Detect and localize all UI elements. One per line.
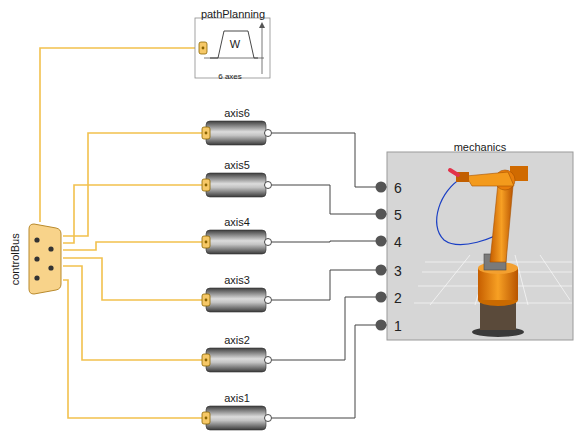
text-slot: axis1 (224, 388, 250, 401)
block-name: axis1 (224, 392, 250, 405)
port-number: 1 (394, 318, 402, 334)
bus-wire (63, 185, 202, 243)
text-slot: controlBus (5, 233, 18, 285)
port-number: 4 (394, 234, 402, 250)
flange-wire (272, 270, 387, 300)
text-slot: axis3 (224, 270, 250, 283)
axis-drive-icon (202, 173, 272, 197)
axis-drive-icon (202, 348, 272, 372)
bus-wire (63, 280, 202, 418)
axis-drive: axis6 (202, 121, 272, 145)
axis-drive-icon (202, 288, 272, 312)
text-slot: pathPlanning (201, 4, 265, 17)
control-bus: controlBus (27, 222, 63, 296)
axis-drive: axis1 (202, 406, 272, 430)
block-name: axis6 (224, 107, 250, 120)
icon-caption: 6 axes (218, 72, 242, 81)
mechanics-icon (376, 152, 574, 340)
port-number: 5 (394, 207, 402, 223)
axis-drive-icon (202, 121, 272, 145)
flange-wire (272, 325, 387, 418)
flange-wire (272, 185, 387, 214)
text-slot: W (230, 34, 240, 47)
text-slot: 1 (394, 317, 402, 333)
path-planning-icon (195, 18, 270, 78)
block-name: axis2 (224, 334, 250, 347)
text-slot: 2 (394, 289, 402, 305)
text-slot: 5 (394, 206, 402, 222)
text-slot: axis5 (224, 155, 250, 168)
axis-drive: axis4 (202, 230, 272, 254)
path-planning-block: pathPlanningW6 axes (195, 18, 270, 78)
block-name: axis5 (224, 159, 250, 172)
text-slot: axis4 (224, 212, 250, 225)
axis-drive-icon (202, 406, 272, 430)
text-slot: 4 (394, 233, 402, 249)
robot-mechanics: mechanics (387, 152, 573, 340)
text-slot: axis2 (224, 330, 250, 343)
bus-connector-icon (29, 224, 61, 294)
axis-drive: axis5 (202, 173, 272, 197)
flange-wire (272, 297, 387, 360)
block-name: mechanics (454, 141, 507, 154)
axis-drive: axis2 (202, 348, 272, 372)
text-slot: 3 (394, 262, 402, 278)
axis-drive-icon (202, 230, 272, 254)
block-name: pathPlanning (201, 8, 265, 21)
text-slot: 6 (394, 179, 402, 195)
bus-wire (63, 258, 202, 300)
block-name: controlBus (9, 233, 22, 285)
axis-drive: axis3 (202, 288, 272, 312)
port-number: 6 (394, 180, 402, 196)
text-slot: mechanics (454, 137, 507, 150)
block-name: axis3 (224, 274, 250, 287)
icon-symbol: W (230, 38, 240, 51)
text-slot: axis6 (224, 103, 250, 116)
port-number: 2 (394, 290, 402, 306)
flange-wire (272, 241, 387, 242)
flange-wire (272, 133, 387, 187)
bus-wire (40, 48, 195, 222)
port-number: 3 (394, 263, 402, 279)
text-slot: 6 axes (218, 65, 242, 74)
bus-wire (63, 266, 202, 360)
block-name: axis4 (224, 216, 250, 229)
bus-wire (63, 242, 202, 250)
